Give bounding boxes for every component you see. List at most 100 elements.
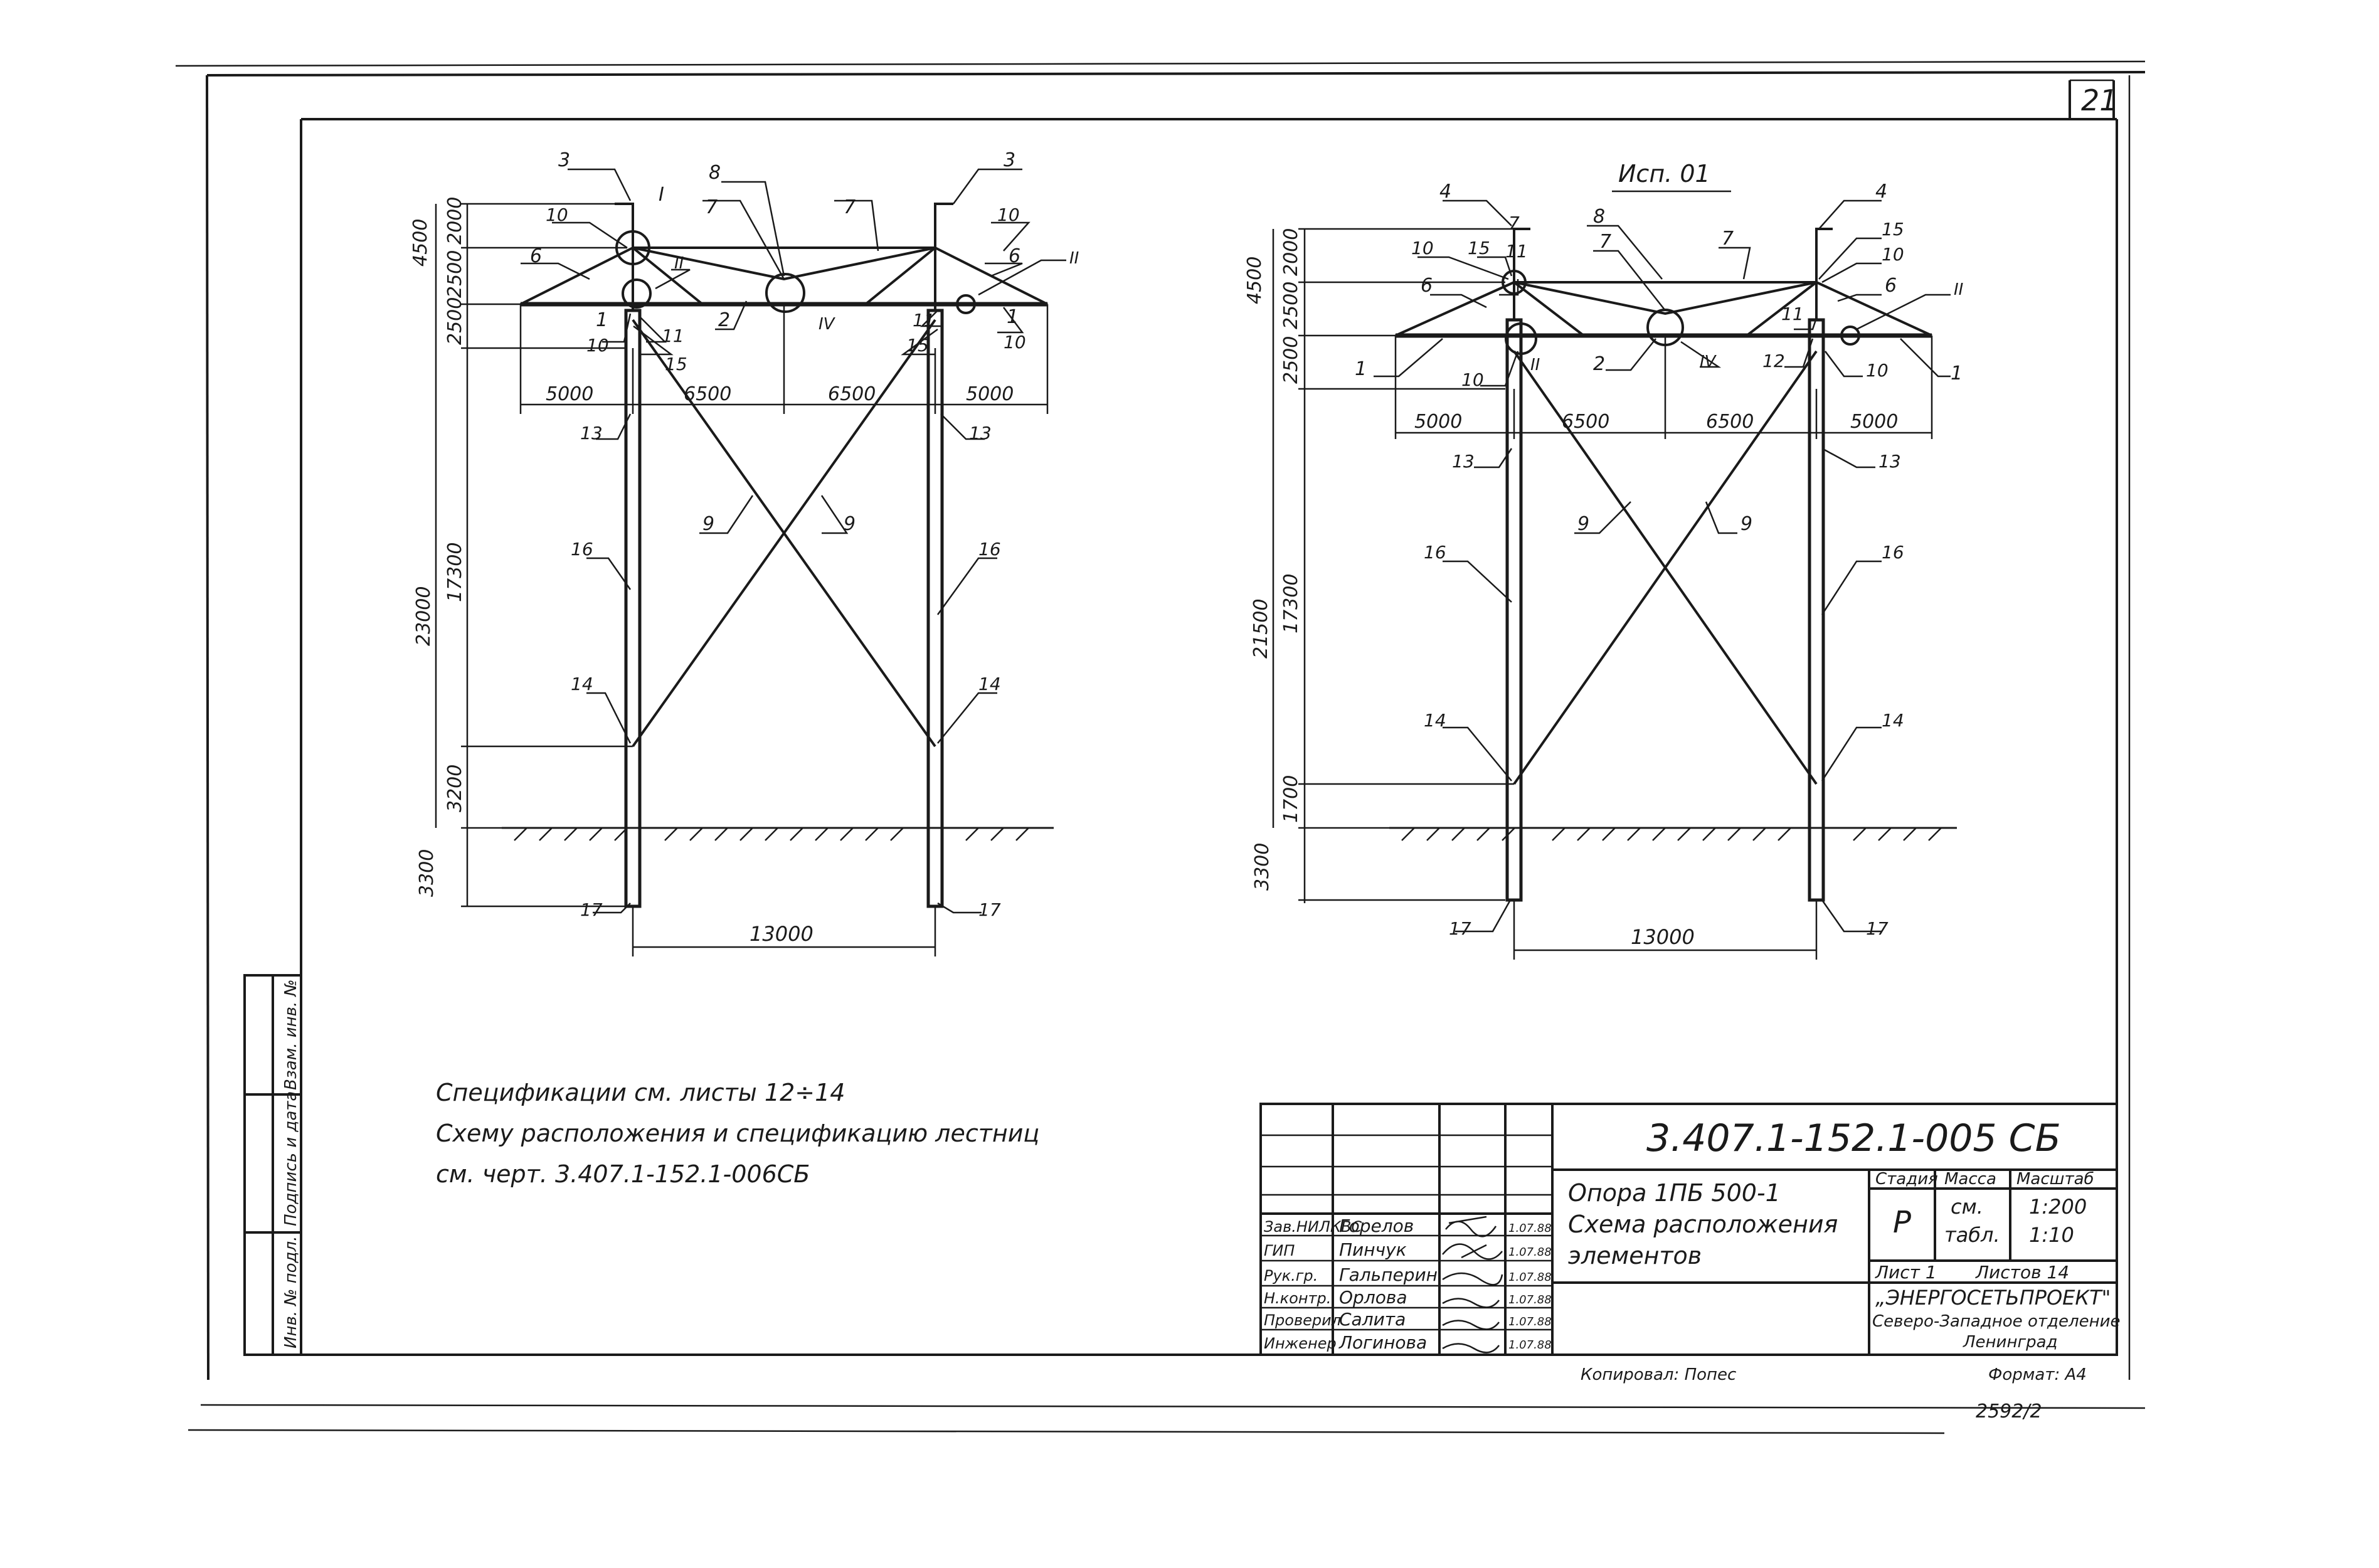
left-label-10c: 10 bbox=[586, 335, 609, 356]
right-label-16b: 16 bbox=[1882, 542, 1904, 563]
right-label-13b: 13 bbox=[1878, 451, 1901, 472]
scale-value-1: 1:200 bbox=[2029, 1195, 2087, 1219]
left-label-13a: 13 bbox=[580, 423, 603, 443]
left-dim-17300: 17300 bbox=[444, 543, 466, 602]
right-dim-5000-b: 5000 bbox=[1850, 411, 1898, 433]
right-label-15b: 15 bbox=[1882, 219, 1904, 240]
notes-block: Спецификации см. листы 12÷14 Схему распо… bbox=[436, 1079, 1039, 1188]
scale-header: Масштаб bbox=[2016, 1170, 2094, 1189]
side-stamp: Инв. № подл. Подпись и дата Взам. инв. № bbox=[243, 974, 302, 1356]
person-date-3: 1.07.88 bbox=[1508, 1293, 1552, 1306]
person-role-4: Проверил bbox=[1264, 1311, 1341, 1329]
sheet-frame: 21 bbox=[175, 60, 2146, 1434]
left-label-11b: 11 bbox=[913, 310, 935, 331]
left-label-15a: 15 bbox=[665, 354, 687, 374]
person-name-3: Орлова bbox=[1339, 1287, 1407, 1308]
person-name-2: Гальперин bbox=[1339, 1264, 1438, 1285]
right-label-4b: 4 bbox=[1875, 181, 1887, 203]
person-name-5: Логинова bbox=[1338, 1332, 1427, 1353]
right-label-8: 8 bbox=[1593, 206, 1605, 228]
right-label-9a: 9 bbox=[1577, 513, 1589, 535]
left-dim-4500: 4500 bbox=[410, 219, 432, 267]
scale-value-2: 1:10 bbox=[2029, 1223, 2074, 1247]
sheet-number: 21 bbox=[2081, 83, 2118, 117]
left-label-IV: IV bbox=[819, 315, 836, 334]
left-label-2: 2 bbox=[718, 309, 730, 331]
right-label-IIa: II bbox=[1954, 280, 1963, 299]
variant-label: Исп. 01 bbox=[1618, 160, 1710, 188]
right-dim-4500: 4500 bbox=[1244, 257, 1266, 304]
left-support-scheme: 4500 2000 2500 2500 23000 17300 3200 330… bbox=[410, 149, 1079, 956]
left-label-17b: 17 bbox=[978, 899, 1001, 920]
sheet-label: Лист 1 bbox=[1875, 1262, 1937, 1283]
right-dim-3300: 3300 bbox=[1251, 843, 1273, 891]
right-dim-2000: 2000 bbox=[1280, 228, 1302, 276]
right-label-1b: 1 bbox=[1951, 363, 1963, 384]
right-label-14a: 14 bbox=[1424, 710, 1446, 731]
mass-value-2: табл. bbox=[1944, 1223, 2000, 1247]
left-label-7b: 7 bbox=[844, 196, 856, 218]
right-label-10b: 10 bbox=[1882, 244, 1904, 265]
right-label-13a: 13 bbox=[1452, 451, 1475, 472]
right-label-7b: 7 bbox=[1599, 231, 1611, 253]
right-label-IIb: II bbox=[1530, 356, 1540, 374]
right-label-9b: 9 bbox=[1741, 513, 1752, 535]
right-support-scheme: Исп. 01 bbox=[1244, 160, 1963, 960]
left-label-6b: 6 bbox=[1009, 245, 1020, 267]
right-dim-2500-b: 2500 bbox=[1280, 336, 1302, 384]
left-label-10b: 10 bbox=[997, 204, 1020, 225]
note-specifications: Спецификации см. листы 12÷14 bbox=[436, 1079, 845, 1106]
org-line-1: „ЭНЕРГОСЕТЬПРОЕКТ" bbox=[1875, 1286, 2111, 1310]
left-label-3b: 3 bbox=[1004, 149, 1015, 171]
person-role-2: Рук.гр. bbox=[1264, 1267, 1318, 1285]
left-dim-2500-b: 2500 bbox=[444, 297, 466, 345]
side-stamp-cell-replacement: Взам. инв. № bbox=[282, 979, 300, 1090]
left-label-1a: 1 bbox=[596, 309, 608, 331]
person-role-1: ГИП bbox=[1264, 1242, 1295, 1259]
person-date-1: 1.07.88 bbox=[1508, 1246, 1552, 1259]
right-label-15a: 15 bbox=[1468, 238, 1490, 258]
title-line-1: Опора 1ПБ 500-1 bbox=[1568, 1179, 1781, 1207]
person-name-1: Пинчук bbox=[1339, 1239, 1407, 1260]
right-label-10a: 10 bbox=[1411, 238, 1434, 258]
right-label-7a: 7 bbox=[1508, 213, 1520, 233]
left-label-9b: 9 bbox=[844, 513, 856, 535]
left-label-16b: 16 bbox=[978, 539, 1001, 559]
left-label-IIa: II bbox=[674, 254, 684, 273]
right-dimensions bbox=[1272, 228, 1933, 960]
person-date-4: 1.07.88 bbox=[1508, 1315, 1552, 1328]
right-dim-6500-b: 6500 bbox=[1706, 411, 1754, 433]
right-label-10d: 10 bbox=[1866, 360, 1889, 381]
left-label-IIb: II bbox=[1069, 249, 1079, 268]
left-label-14b: 14 bbox=[978, 674, 1001, 694]
right-dim-6500-a: 6500 bbox=[1562, 411, 1609, 433]
person-role-0: Зав.НИЛКВС bbox=[1264, 1218, 1362, 1236]
person-date-5: 1.07.88 bbox=[1508, 1338, 1552, 1352]
right-label-6a: 6 bbox=[1421, 275, 1433, 297]
sheet-format: Формат: А4 bbox=[1988, 1365, 2087, 1384]
left-label-3a: 3 bbox=[558, 149, 570, 171]
left-label-14a: 14 bbox=[571, 674, 593, 694]
right-label-16a: 16 bbox=[1424, 542, 1446, 563]
title-line-2: Схема расположения bbox=[1568, 1210, 1838, 1238]
left-dim-23000: 23000 bbox=[413, 586, 435, 646]
left-label-10a: 10 bbox=[546, 204, 568, 225]
right-label-12: 12 bbox=[1762, 351, 1785, 371]
mass-header: Масса bbox=[1944, 1170, 1996, 1189]
title-line-3: элементов bbox=[1568, 1242, 1702, 1269]
left-dimensions bbox=[435, 203, 1049, 956]
left-label-15b: 15 bbox=[906, 335, 929, 356]
left-dim-6500-b: 6500 bbox=[828, 383, 876, 405]
right-label-17a: 17 bbox=[1449, 918, 1471, 939]
signatures bbox=[1442, 1216, 1503, 1353]
side-stamp-cell-signature: Подпись и дата bbox=[282, 1091, 300, 1226]
right-label-6b: 6 bbox=[1885, 275, 1897, 297]
left-label-8: 8 bbox=[709, 162, 721, 184]
side-stamp-cell-inventory: Инв. № подл. bbox=[282, 1236, 300, 1348]
right-label-10c: 10 bbox=[1461, 369, 1484, 390]
right-dim-21500: 21500 bbox=[1250, 599, 1272, 659]
archive-number: 2592/2 bbox=[1976, 1401, 2042, 1422]
mass-value-1: см. bbox=[1951, 1195, 1983, 1219]
right-dim-2500-a: 2500 bbox=[1280, 282, 1302, 329]
